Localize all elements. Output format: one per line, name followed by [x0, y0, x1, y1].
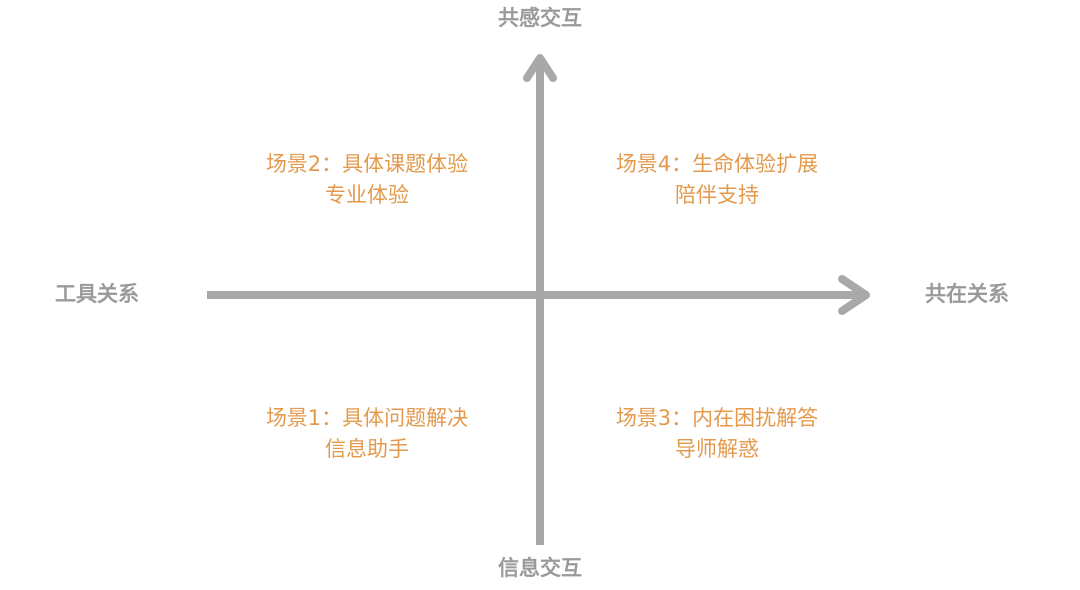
axis-label-bottom: 信息交互: [498, 556, 582, 580]
quadrant-top-right: 场景4：生命体验扩展 陪伴支持: [567, 149, 867, 211]
horizontal-axis-arrowhead: [838, 275, 870, 315]
quadrant-top-right-subtitle: 陪伴支持: [675, 183, 759, 207]
quadrant-bottom-right-subtitle: 导师解惑: [675, 437, 759, 461]
quadrant-bottom-right: 场景3：内在困扰解答 导师解惑: [567, 403, 867, 465]
quadrant-bottom-left-title: 场景1：具体问题解决: [265, 406, 469, 430]
axis-label-top: 共感交互: [498, 6, 582, 30]
axis-label-left: 工具关系: [55, 282, 139, 306]
quadrant-bottom-left: 场景1：具体问题解决 信息助手: [217, 403, 517, 465]
quadrant-top-left: 场景2：具体课题体验 专业体验: [217, 149, 517, 211]
axis-label-right: 共在关系: [925, 282, 1009, 306]
quadrant-top-left-title: 场景2：具体课题体验: [265, 152, 469, 176]
quadrant-bottom-right-title: 场景3：内在困扰解答: [615, 406, 819, 430]
quadrant-bottom-left-subtitle: 信息助手: [325, 437, 409, 461]
quadrant-top-right-title: 场景4：生命体验扩展: [615, 152, 819, 176]
vertical-axis-arrowhead: [523, 54, 557, 82]
quadrant-top-left-subtitle: 专业体验: [325, 183, 409, 207]
